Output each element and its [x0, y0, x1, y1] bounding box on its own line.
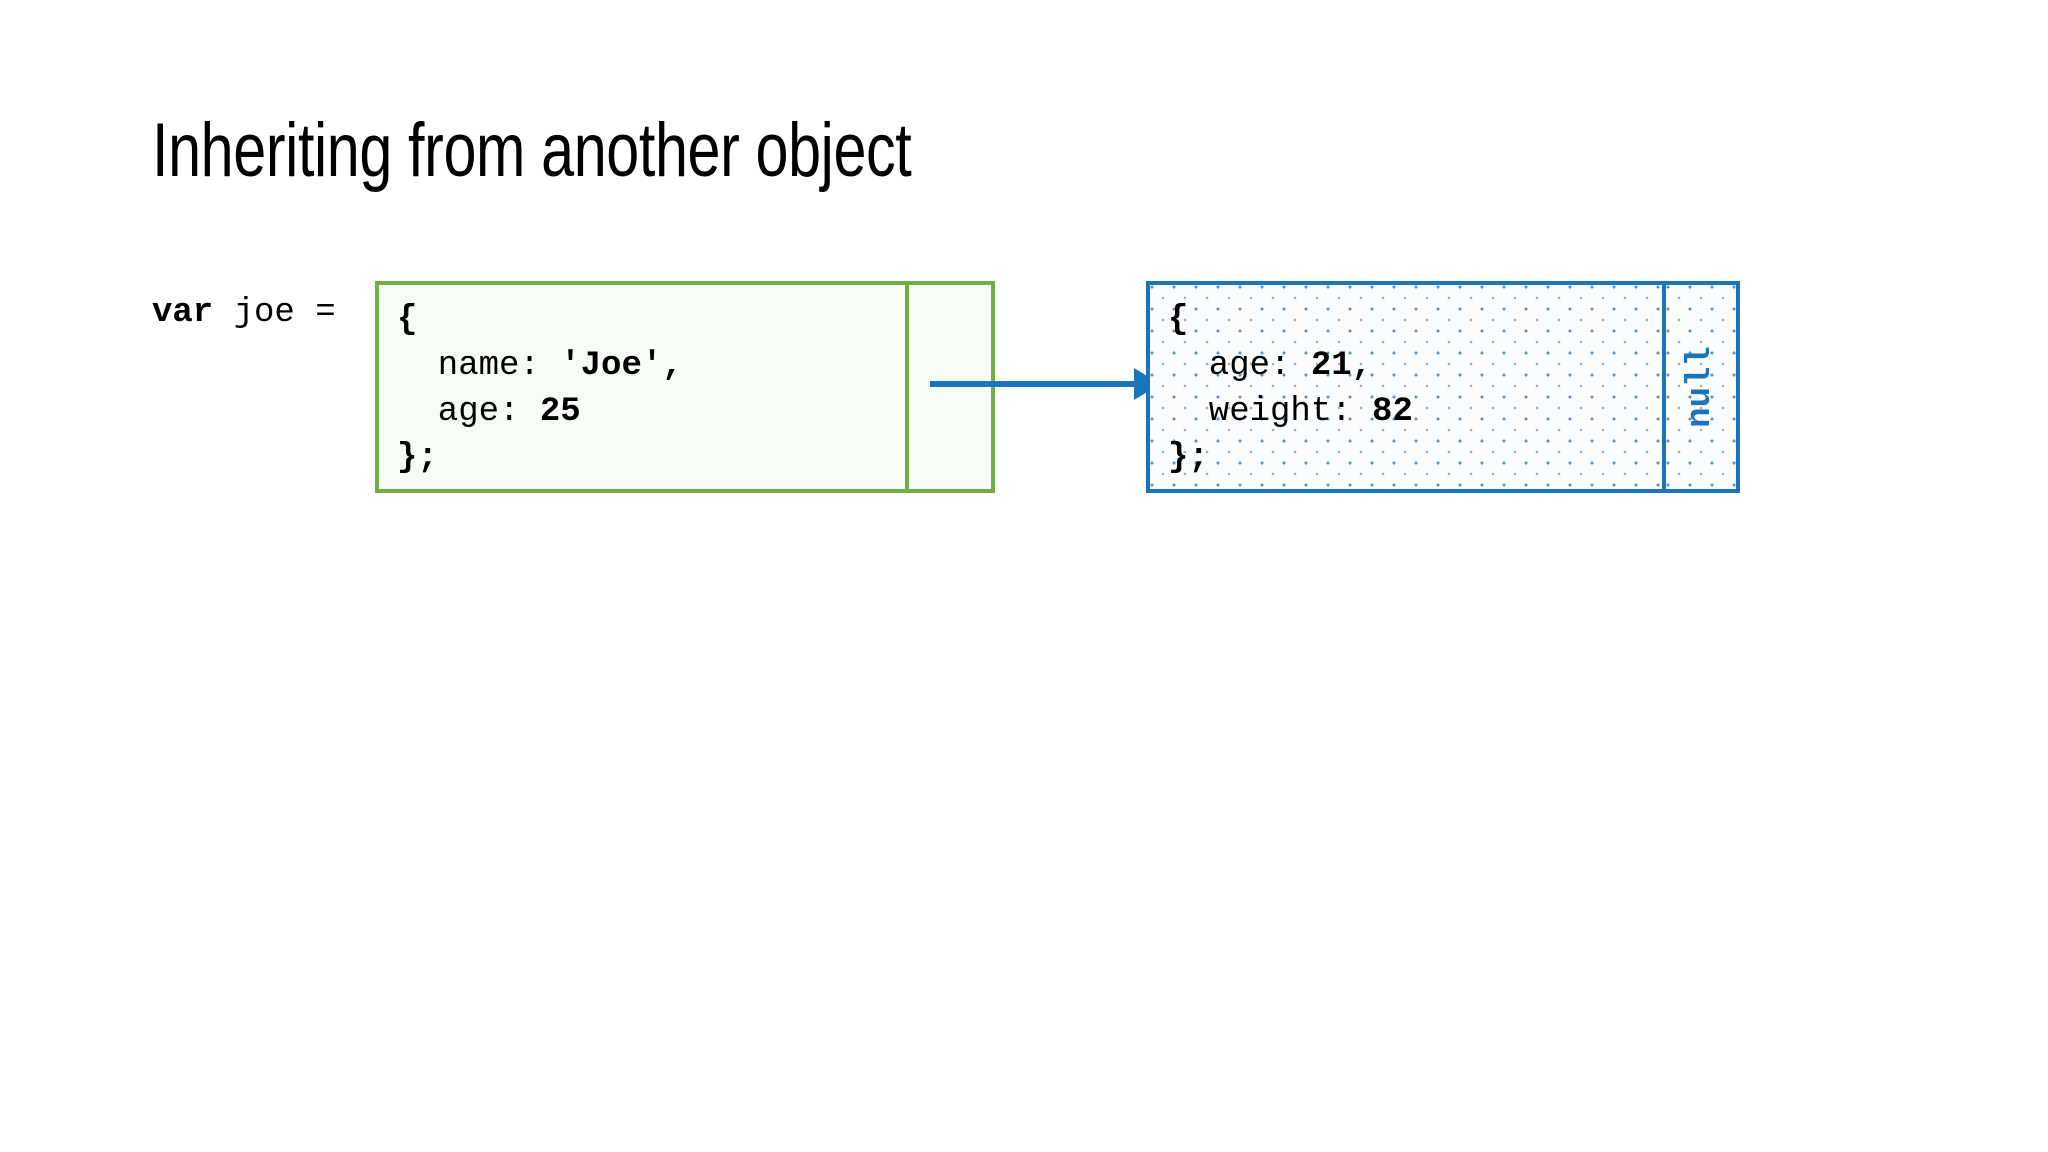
prototype-proto-slot[interactable]: null	[1666, 285, 1736, 489]
instance-object-box[interactable]: { name: 'Joe', age: 25 };	[375, 281, 995, 493]
declaration-rest: joe =	[213, 294, 357, 332]
page-title: Inheriting from another object	[152, 108, 912, 193]
prototype-proto-slot-value: null	[1682, 346, 1720, 428]
prototype-object-body: { age: 21, weight: 82 };	[1150, 285, 1666, 489]
variable-declaration: var joe =	[152, 290, 356, 336]
code-token-bold: {	[397, 301, 418, 339]
code-token-value: 21,	[1310, 347, 1373, 385]
code-token-value: 82	[1372, 393, 1413, 431]
instance-object-code: { name: 'Joe', age: 25 };	[397, 301, 683, 477]
prototype-link-arrow	[930, 368, 1160, 400]
keyword-var: var	[152, 294, 214, 332]
code-token-bold: };	[1168, 439, 1209, 477]
prototype-object-code: { age: 21, weight: 82 };	[1168, 301, 1413, 477]
code-token-bold: };	[397, 439, 438, 477]
prototype-object-box[interactable]: { age: 21, weight: 82 }; null	[1146, 281, 1740, 493]
code-token-value: 25	[539, 393, 581, 431]
code-token-value: 'Joe',	[560, 347, 683, 385]
instance-object-body: { name: 'Joe', age: 25 };	[379, 285, 909, 489]
code-token-bold: {	[1168, 301, 1189, 339]
